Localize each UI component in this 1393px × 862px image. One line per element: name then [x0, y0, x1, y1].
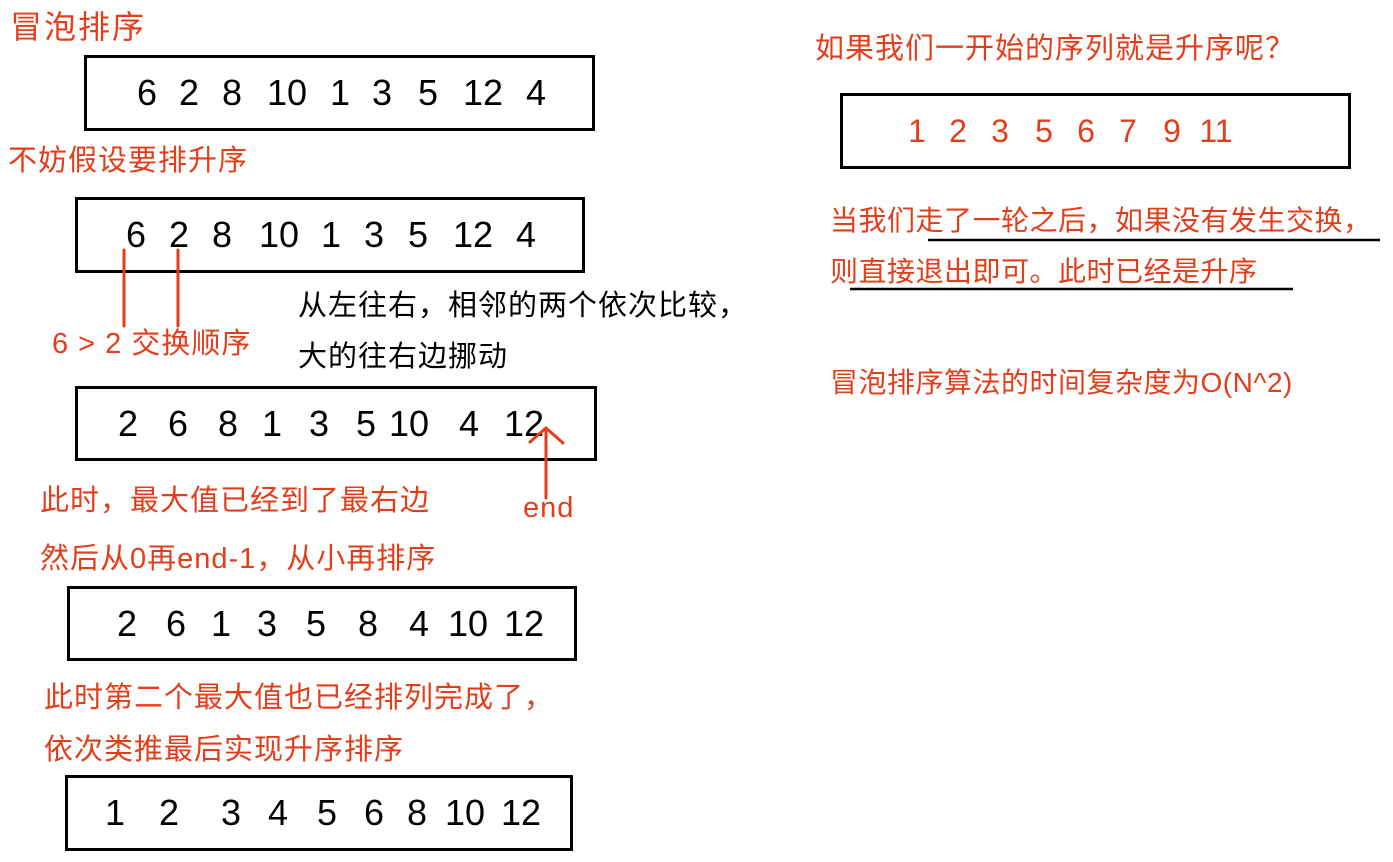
array-value: 4: [458, 402, 480, 444]
array-value: 5: [316, 792, 338, 833]
note-max-right: 此时，最大值已经到了最右边: [40, 485, 431, 517]
array-value: 8: [357, 602, 379, 644]
array-value: 6: [167, 402, 189, 444]
array-value: 9: [1163, 113, 1181, 149]
array-value: 5: [407, 214, 429, 255]
array-value: 1: [908, 113, 926, 149]
array-value: 8: [211, 214, 233, 255]
array-value: 11: [1199, 113, 1233, 149]
array-value: 12: [462, 72, 504, 113]
array-value: 2: [168, 214, 190, 255]
array-value: 2: [158, 792, 180, 833]
early-exit-line-2: 则直接退出即可。此时已经是升序: [830, 256, 1258, 287]
array-value: 3: [256, 602, 278, 644]
assumption-text: 不妨假设要排升序: [8, 145, 249, 177]
array-value: 3: [220, 792, 242, 833]
array-value: 4: [525, 72, 547, 113]
array-value: 1: [329, 72, 351, 113]
array-value: 4: [408, 602, 430, 644]
array-value: 1: [104, 792, 126, 833]
array-value: 2: [178, 72, 200, 113]
explanation-line-2: 大的往右边挪动: [298, 341, 509, 373]
note-second-max: 此时第二个最大值也已经排列完成了，: [44, 682, 555, 714]
array-value: 6: [136, 72, 158, 113]
array-value: 3: [363, 214, 385, 255]
array-value: 3: [308, 402, 330, 444]
array-value: 10: [258, 214, 300, 255]
array-value: 6: [1077, 113, 1095, 149]
explanation-line-1: 从左往右，相邻的两个依次比较，: [298, 290, 749, 322]
array-value: 8: [406, 792, 428, 833]
array-value: 3: [371, 72, 393, 113]
end-label: end: [523, 492, 575, 524]
array-value: 12: [503, 402, 545, 444]
array-value: 6: [363, 792, 385, 833]
array-value: 10: [266, 72, 308, 113]
array-value: 1: [320, 214, 342, 255]
array-value: 8: [221, 72, 243, 113]
compare-note: 6 > 2 交换顺序: [52, 328, 252, 360]
array-value: 10: [388, 402, 430, 444]
array-value: 7: [1119, 113, 1137, 149]
early-exit-line-1: 当我们走了一轮之后，如果没有发生交换，: [830, 205, 1372, 236]
array-value: 5: [355, 402, 377, 444]
array-value: 4: [515, 214, 537, 255]
note-repeat: 依次类推最后实现升序排序: [44, 734, 405, 766]
array-value: 2: [949, 113, 967, 149]
array-value: 5: [417, 72, 439, 113]
array-value: 12: [503, 602, 545, 644]
array-value: 8: [217, 402, 239, 444]
array-value: 12: [452, 214, 494, 255]
array-value: 6: [165, 602, 187, 644]
diagram-title: 冒泡排序: [10, 9, 147, 45]
array-value: 1: [210, 602, 232, 644]
array-value: 2: [116, 602, 138, 644]
array-value: 3: [991, 113, 1009, 149]
note-next-pass: 然后从0再end-1，从小再排序: [40, 543, 437, 575]
array-value: 10: [447, 602, 489, 644]
array-value: 4: [267, 792, 289, 833]
question-text: 如果我们一开始的序列就是升序呢？: [815, 33, 1296, 65]
array-value: 5: [305, 602, 327, 644]
complexity-text: 冒泡排序算法的时间复杂度为O(N^2): [830, 367, 1293, 398]
array-value: 2: [117, 402, 139, 444]
array-value: 6: [125, 214, 147, 255]
array-value: 10: [444, 792, 486, 833]
array-value: 5: [1035, 113, 1053, 149]
array-value: 12: [500, 792, 542, 833]
array-value: 1: [261, 402, 283, 444]
